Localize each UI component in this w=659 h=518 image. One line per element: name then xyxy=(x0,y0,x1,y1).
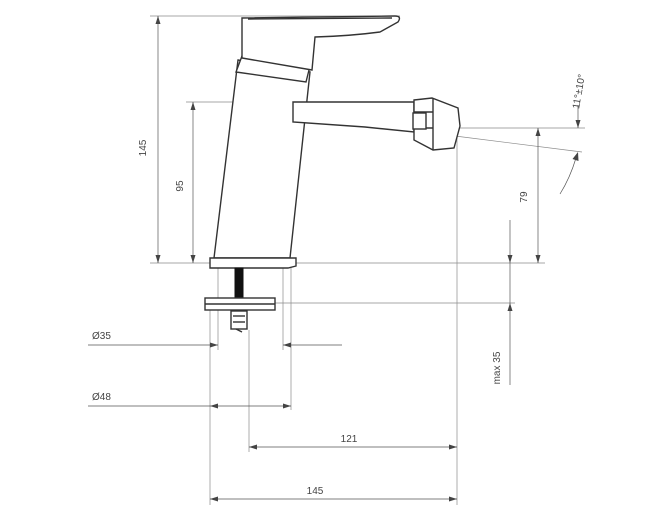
spout-aerator xyxy=(413,97,461,151)
dim-overall-length: 145 xyxy=(307,486,324,497)
dim-base-diameter: Ø48 xyxy=(92,392,111,403)
dim-aerator-angle: 11°±10° xyxy=(571,73,588,109)
spout-arm xyxy=(292,101,415,133)
mounting-nut xyxy=(230,310,248,330)
faucet xyxy=(204,15,461,333)
base-collar xyxy=(209,257,297,269)
dim-overall-height: 145 xyxy=(138,139,149,156)
handle-lever xyxy=(241,15,401,71)
dim-aerator-height: 79 xyxy=(519,191,530,203)
dimension-lines xyxy=(88,16,581,502)
dimension-labels: 145 95 79 11°±10° max 35 Ø35 Ø48 121 145 xyxy=(92,73,588,497)
dim-spout-height: 95 xyxy=(175,180,186,192)
faucet-body xyxy=(213,59,311,259)
dim-hole-diameter: Ø35 xyxy=(92,331,111,342)
dim-reach: 121 xyxy=(341,434,358,445)
dim-max-thickness: max 35 xyxy=(492,351,503,384)
